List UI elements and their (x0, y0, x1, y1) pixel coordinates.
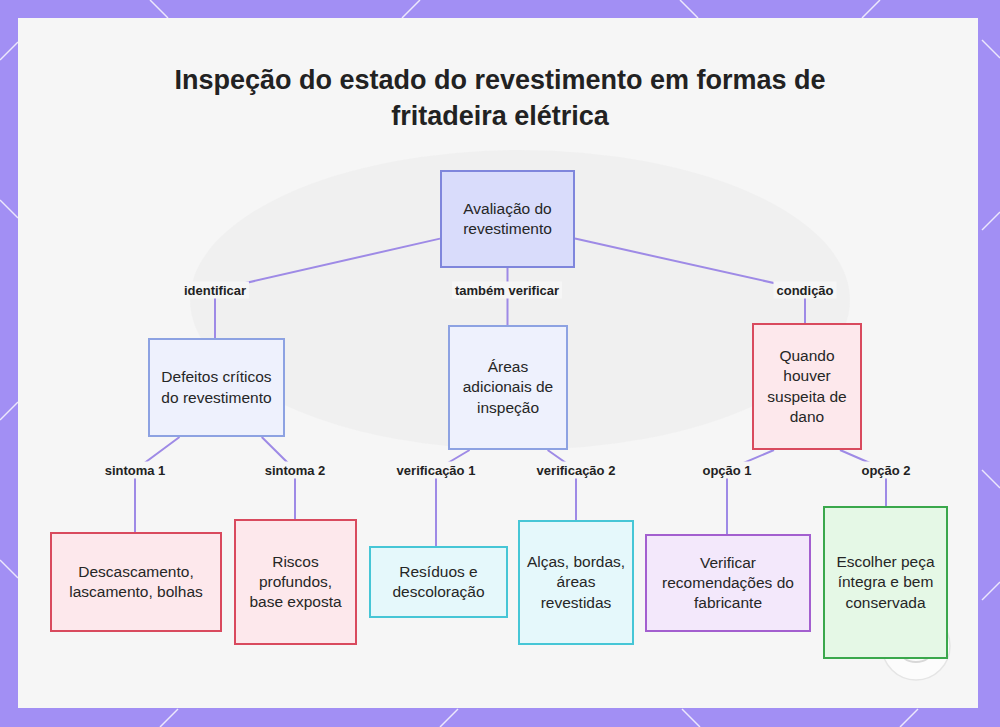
edge-label: identificar (181, 282, 249, 299)
box-text: Áreas adicionais de inspeção (456, 357, 560, 417)
process-box: Áreas adicionais de inspeção (448, 325, 568, 450)
process-box: Defeitos críticos do revestimento (148, 338, 285, 437)
box-text: Riscos profundos, base exposta (242, 552, 349, 612)
connector-line (575, 239, 805, 323)
process-box: Riscos profundos, base exposta (234, 519, 357, 645)
background-blur (190, 150, 850, 450)
edge-label: opção 1 (699, 462, 754, 479)
process-box: Alças, bordas, áreas revestidas (518, 520, 634, 645)
box-text: Escolher peça íntegra e bem conservada (831, 552, 940, 612)
process-box: Quando houver suspeita de dano (752, 323, 862, 450)
edge-label: sintoma 1 (102, 462, 169, 479)
connector-line (135, 437, 180, 532)
box-text: Descascamento, lascamento, bolhas (58, 562, 214, 602)
edge-label: opção 2 (858, 462, 913, 479)
panel (18, 18, 978, 708)
box-text: Quando houver suspeita de dano (760, 346, 854, 427)
process-box: Avaliação do revestimento (440, 170, 575, 268)
process-box: Verificar recomendações do fabricante (645, 534, 811, 632)
edge-label: também verificar (452, 282, 562, 299)
box-text: Verificar recomendações do fabricante (653, 553, 803, 613)
edge-label: sintoma 2 (262, 462, 329, 479)
diagram-title: Inspeção do estado do revestimento em fo… (150, 62, 850, 135)
box-text: Defeitos críticos do revestimento (156, 367, 277, 407)
connector-line (548, 450, 576, 520)
process-box: Resíduos e descoloração (369, 546, 508, 618)
process-box: Escolher peça íntegra e bem conservada (823, 506, 948, 659)
edge-label: verificação 1 (394, 462, 479, 479)
edge-label: verificação 2 (534, 462, 619, 479)
process-box: Descascamento, lascamento, bolhas (50, 532, 222, 632)
edge-label: condição (773, 282, 836, 299)
box-text: Alças, bordas, áreas revestidas (526, 552, 626, 612)
box-text: Resíduos e descoloração (377, 562, 500, 602)
box-text: Avaliação do revestimento (448, 199, 567, 239)
